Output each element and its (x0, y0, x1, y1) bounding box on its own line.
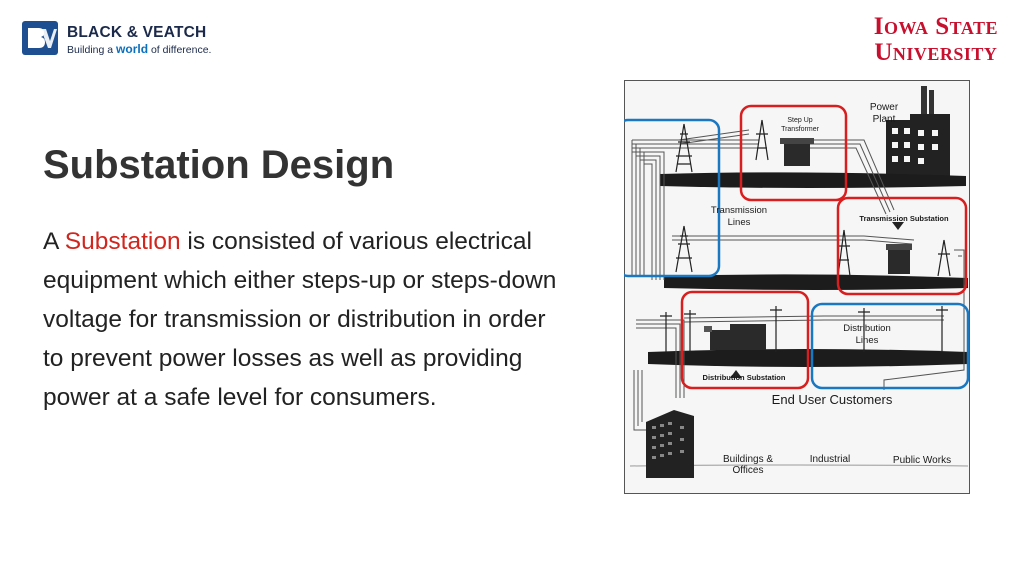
label-step-up-1: Step Up (787, 117, 812, 124)
label-buildings-1: Buildings & (723, 454, 773, 465)
power-grid-diagram: Power Plant Step Up Transformer Transmis… (616, 80, 970, 494)
highlight-boxes (616, 104, 970, 390)
transmission-line-wires (631, 129, 965, 431)
power-plant-icon (886, 86, 950, 178)
label-transmission-lines-2: Lines (728, 217, 751, 228)
transmission-tower-icons (660, 119, 951, 352)
label-public-works: Public Works (893, 455, 951, 466)
bv-tagline-pre: Building a (67, 44, 117, 56)
label-industrial: Industrial (810, 454, 851, 465)
distribution-substation-red-box (680, 290, 810, 390)
step-up-red-box (739, 104, 848, 202)
isu-line-2: University (874, 39, 998, 66)
label-step-up-2: Transformer (781, 126, 820, 133)
bv-tagline-post: of difference. (148, 44, 212, 56)
down-arrow-icon (892, 222, 904, 230)
label-end-user-customers: End User Customers (772, 392, 893, 407)
up-arrow-icon (730, 370, 742, 378)
bv-badge-icon (22, 21, 58, 55)
isu-line-1: Iowa State (873, 13, 998, 40)
transmission-substation-red-box (836, 196, 968, 296)
substation-equipment (704, 138, 912, 350)
slide-body-text: A Substation is consisted of various ele… (43, 222, 563, 417)
body-text-post: is consisted of various electrical equip… (43, 228, 557, 411)
label-transmission-substation: Transmission Substation (859, 214, 949, 223)
label-buildings-2: Offices (733, 465, 764, 476)
buildings-offices-icon (646, 410, 694, 478)
power-grid-diagram-svg: Power Plant Step Up Transformer Transmis… (616, 80, 970, 494)
label-power-plant-2: Plant (873, 114, 896, 125)
bv-company-name: BLACK & VEATCH (67, 24, 207, 41)
slide-title: Substation Design (43, 143, 395, 187)
distribution-lines-blue-box (810, 302, 970, 390)
black-veatch-logo: BLACK & VEATCH Building a world of diffe… (22, 21, 232, 57)
bv-tagline-world: world (116, 42, 149, 56)
body-text-pre: A (43, 228, 65, 255)
label-distribution-lines-1: Distribution (843, 323, 891, 334)
label-distribution-substation: Distribution Substation (703, 373, 786, 382)
body-highlight-substation: Substation (64, 228, 181, 255)
label-distribution-lines-2: Lines (856, 335, 879, 346)
label-power-plant-1: Power (870, 102, 899, 113)
ground-bands (629, 172, 969, 467)
label-transmission-lines-1: Transmission (711, 205, 767, 216)
bv-tagline: Building a world of difference. (67, 42, 211, 56)
iowa-state-logo: Iowa State University (874, 14, 998, 65)
